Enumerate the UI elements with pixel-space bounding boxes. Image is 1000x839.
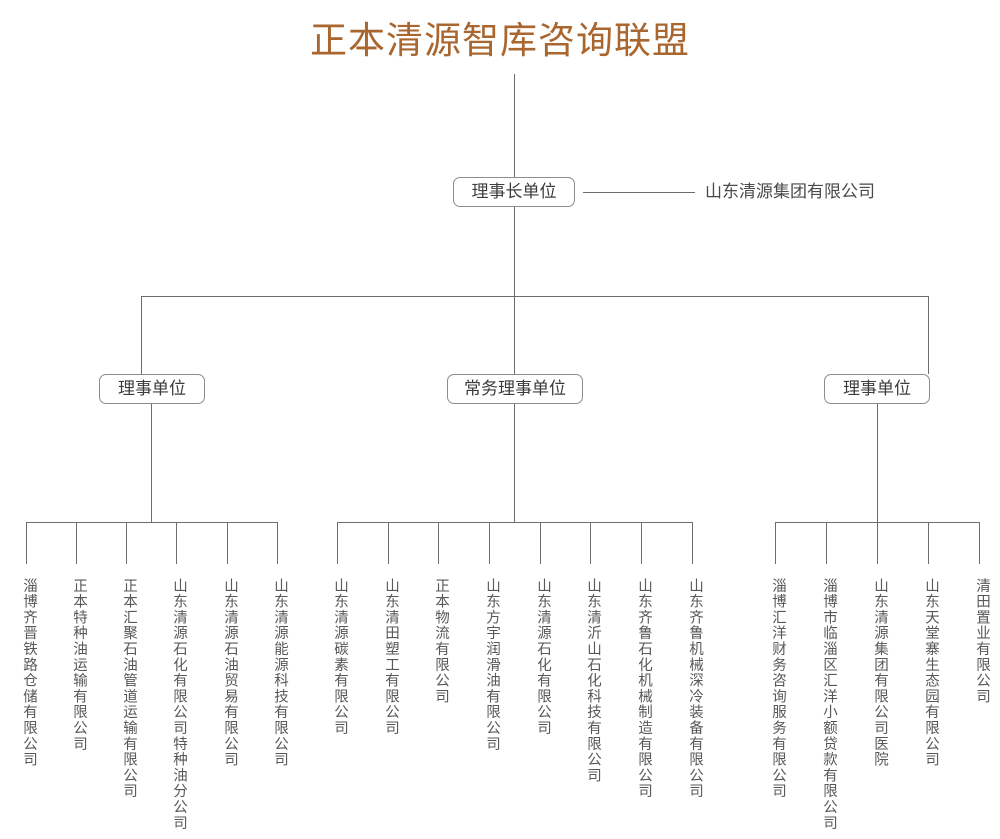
connector-group-2-stem bbox=[877, 404, 878, 523]
node-group-2-director-unit[interactable]: 理事单位 bbox=[824, 374, 930, 404]
connector-level2-drop-left bbox=[141, 296, 142, 374]
connector-group-0-tick-1 bbox=[76, 522, 77, 564]
leaf-label-2-4: 清田置业有限公司 bbox=[974, 578, 990, 705]
leaf-label-0-4: 山东清源石油贸易有限公司 bbox=[222, 578, 238, 768]
leaf-label-0-3: 山东清源石化有限公司特种油分公司 bbox=[171, 578, 187, 831]
connector-group-1-tick-4 bbox=[540, 522, 541, 564]
connector-group-0-tick-4 bbox=[227, 522, 228, 564]
connector-level2-drop-center bbox=[514, 296, 515, 374]
leaf-label-1-7: 山东齐鲁机械深冷装备有限公司 bbox=[687, 578, 703, 800]
leaf-label-1-1: 山东清田塑工有限公司 bbox=[383, 578, 399, 736]
leaf-label-0-2: 正本汇聚石油管道运输有限公司 bbox=[121, 578, 137, 800]
connector-group-2-tick-3 bbox=[928, 522, 929, 564]
leaf-label-0-0: 淄博齐晋铁路仓储有限公司 bbox=[21, 578, 37, 768]
connector-chairman-down bbox=[514, 207, 515, 297]
leaf-label-1-0: 山东清源碳素有限公司 bbox=[332, 578, 348, 736]
leaf-label-1-3: 山东方宇润滑油有限公司 bbox=[484, 578, 500, 752]
leaf-label-1-2: 正本物流有限公司 bbox=[433, 578, 449, 705]
leaf-label-2-3: 山东天堂寨生态园有限公司 bbox=[923, 578, 939, 768]
leaf-label-0-5: 山东清源能源科技有限公司 bbox=[272, 578, 288, 768]
connector-group-2-tick-4 bbox=[979, 522, 980, 564]
connector-level2-drop-right bbox=[928, 296, 929, 374]
page-title: 正本清源智库咨询联盟 bbox=[310, 20, 690, 61]
connector-group-1-tick-6 bbox=[641, 522, 642, 564]
connector-level2-bus bbox=[141, 296, 929, 297]
node-group-0-director-unit[interactable]: 理事单位 bbox=[99, 374, 205, 404]
connector-group-1-tick-3 bbox=[489, 522, 490, 564]
leaf-label-0-1: 正本特种油运输有限公司 bbox=[71, 578, 87, 752]
connector-group-0-bus bbox=[26, 522, 278, 523]
connector-group-1-tick-2 bbox=[438, 522, 439, 564]
leaf-label-2-2: 山东清源集团有限公司医院 bbox=[872, 578, 888, 768]
connector-group-2-tick-0 bbox=[775, 522, 776, 564]
connector-group-0-tick-0 bbox=[26, 522, 27, 564]
node-group-1-executive-director-unit[interactable]: 常务理事单位 bbox=[447, 374, 583, 404]
connector-group-1-tick-1 bbox=[388, 522, 389, 564]
connector-group-1-tick-7 bbox=[692, 522, 693, 564]
connector-group-0-tick-3 bbox=[176, 522, 177, 564]
connector-group-1-stem bbox=[514, 404, 515, 523]
node-chairman-unit[interactable]: 理事长单位 bbox=[453, 177, 575, 207]
connector-title-to-chairman bbox=[514, 74, 515, 178]
leaf-label-1-6: 山东齐鲁石化机械制造有限公司 bbox=[636, 578, 652, 800]
connector-group-2-tick-1 bbox=[826, 522, 827, 564]
connector-group-1-bus bbox=[337, 522, 692, 523]
connector-group-2-tick-2 bbox=[877, 522, 878, 564]
connector-group-0-tick-5 bbox=[277, 522, 278, 564]
connector-group-0-stem bbox=[151, 404, 152, 523]
connector-group-1-tick-5 bbox=[590, 522, 591, 564]
leaf-label-2-1: 淄博市临淄区汇洋小额贷款有限公司 bbox=[821, 578, 837, 831]
leaf-label-1-4: 山东清源石化有限公司 bbox=[535, 578, 551, 736]
leaf-label-1-5: 山东清沂山石化科技有限公司 bbox=[585, 578, 601, 784]
leaf-label-2-0: 淄博汇洋财务咨询服务有限公司 bbox=[770, 578, 786, 800]
chairman-company-label: 山东清源集团有限公司 bbox=[705, 182, 875, 201]
connector-group-0-tick-2 bbox=[126, 522, 127, 564]
connector-chairman-to-company bbox=[583, 192, 695, 193]
connector-group-1-tick-0 bbox=[337, 522, 338, 564]
